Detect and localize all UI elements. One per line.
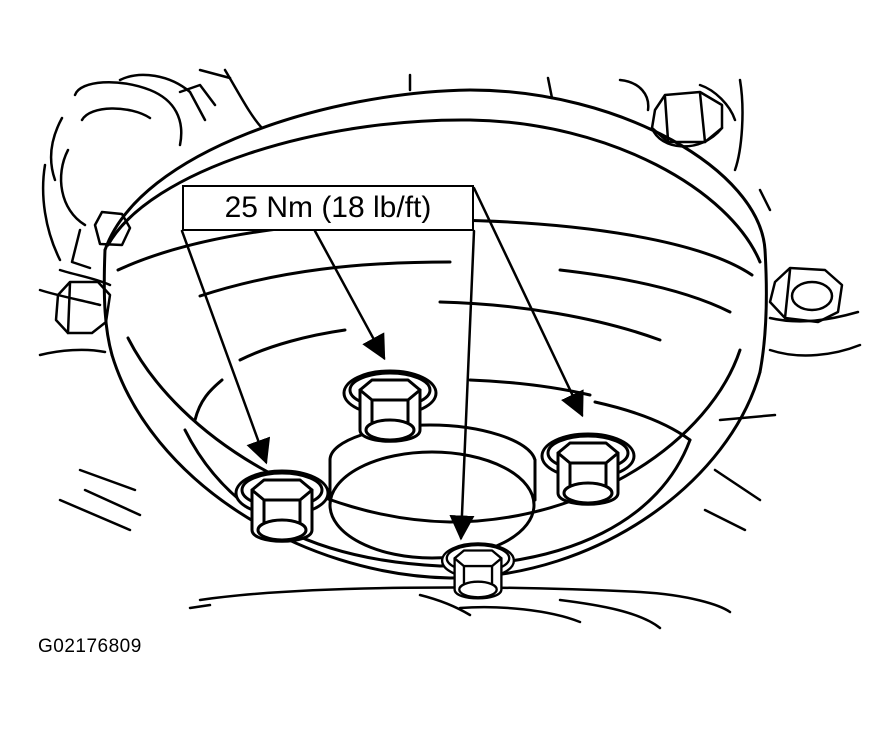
background-bolt-top-right	[650, 90, 724, 148]
arrow-to-bolt-top	[313, 229, 386, 361]
arrow-to-bolt-left	[180, 229, 271, 465]
flange-bolt-top	[342, 369, 438, 443]
figure-id: G02176809	[38, 636, 142, 657]
pulley-rim	[102, 88, 768, 580]
torque-callout-arrows	[180, 186, 584, 541]
arrow-to-bolt-bottom	[449, 229, 476, 541]
background-bolt-right	[768, 266, 844, 324]
pulley-hub	[328, 423, 537, 560]
flange-bolts	[234, 369, 636, 600]
engine-background	[38, 68, 862, 630]
flange-bolt-bottom	[440, 542, 516, 600]
flange-bolt-left	[234, 469, 330, 543]
torque-spec-label: 25 Nm (18 lb/ft)	[182, 185, 474, 231]
arrow-to-bolt-right	[472, 186, 584, 418]
flange-bolt-right	[540, 432, 636, 506]
